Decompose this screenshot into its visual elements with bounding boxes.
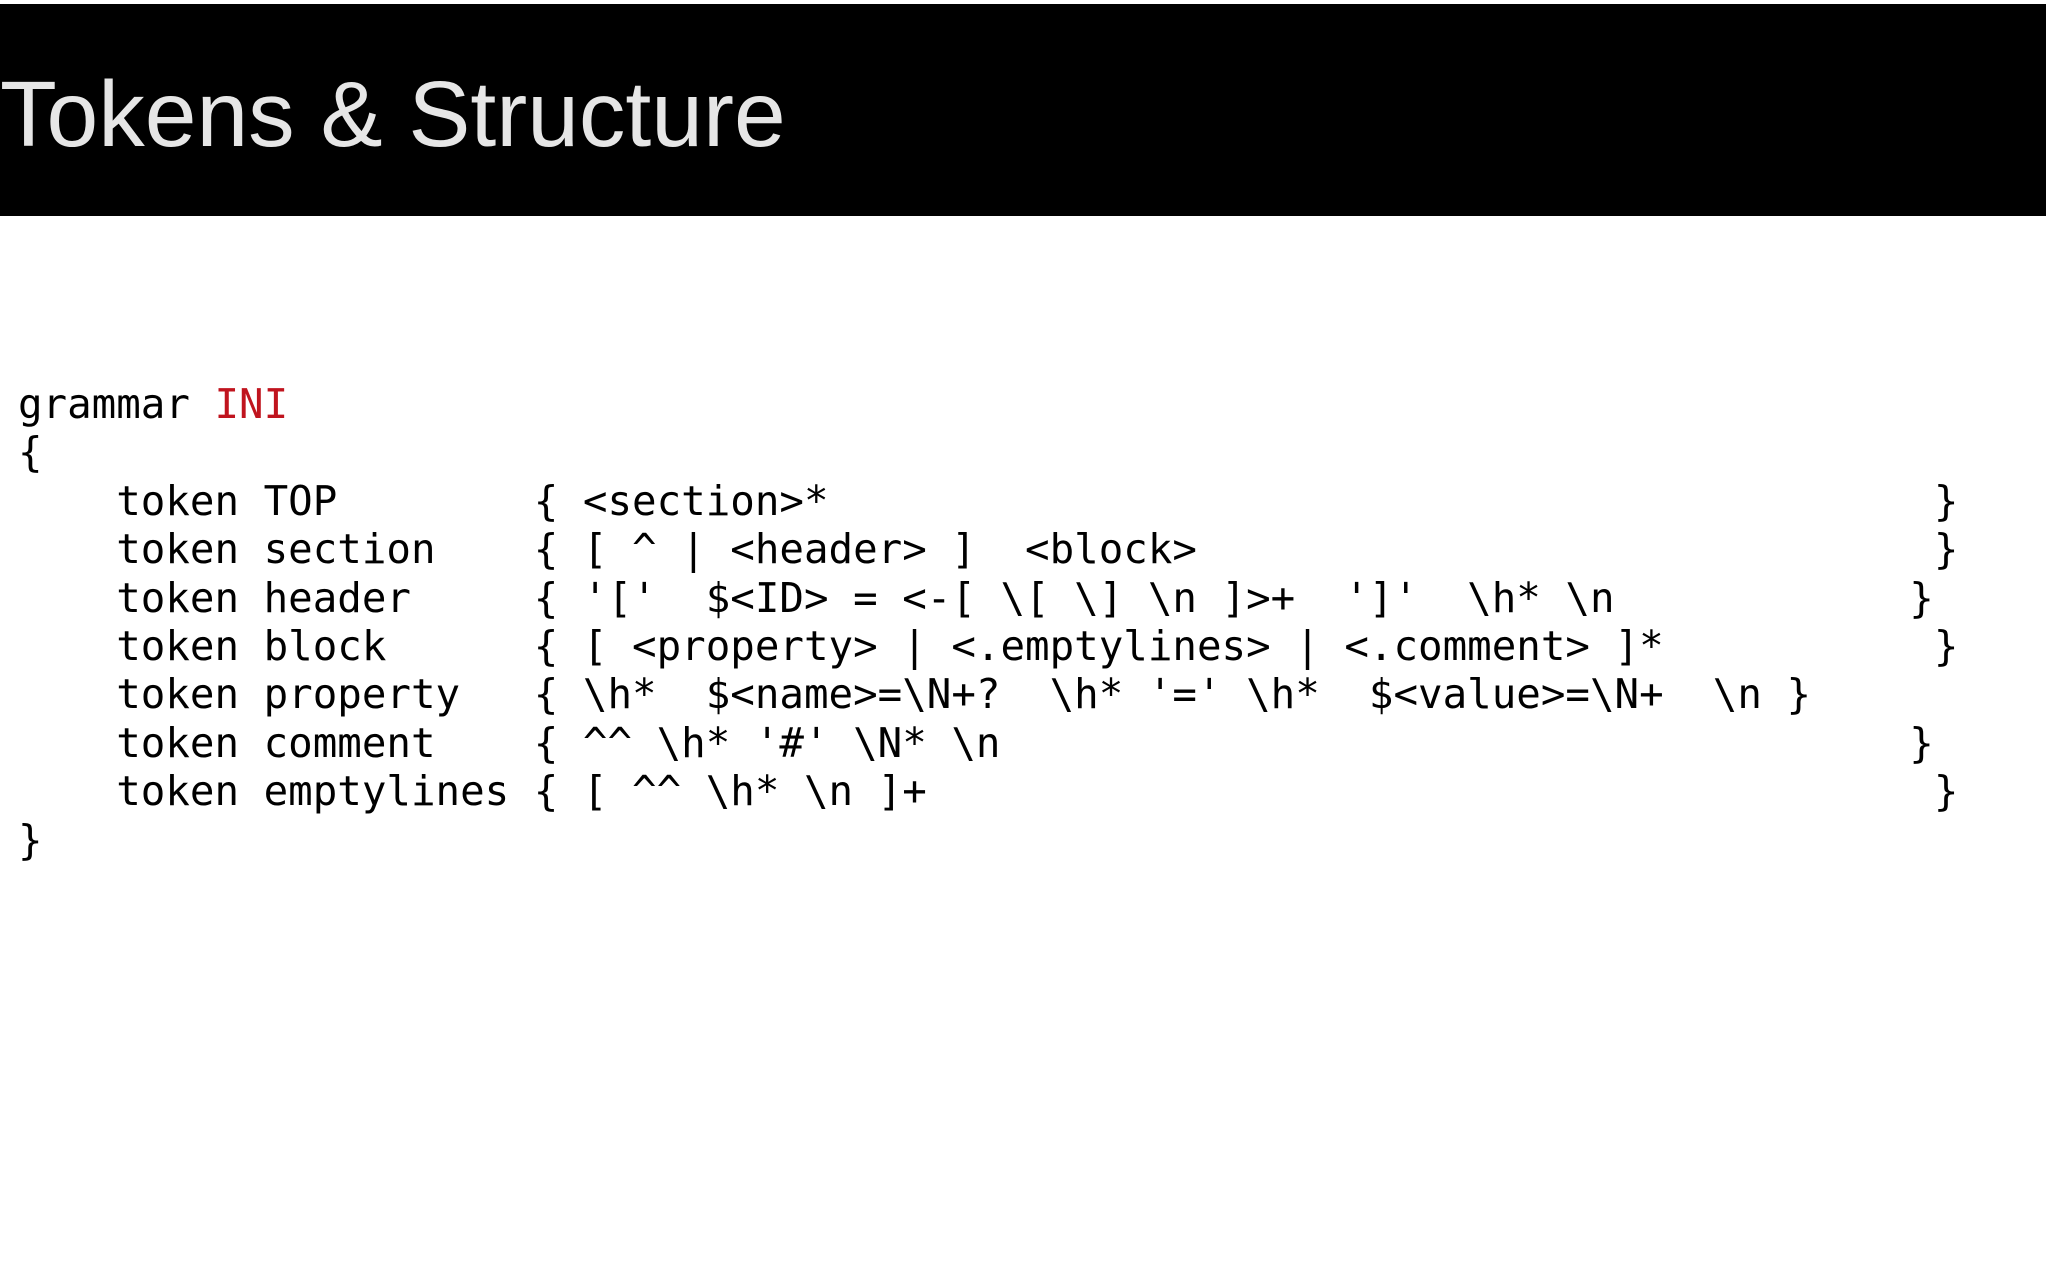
token-line-comment: token comment { ^^ \h* '#' \N* \n } <box>18 718 1934 767</box>
title-bar: Tokens & Structure <box>0 4 2046 216</box>
token-line-top: token TOP { <section>* } <box>18 476 1959 525</box>
close-brace-line: } <box>18 815 43 864</box>
token-line-header: token header { '[' $<ID> = <-[ \[ \] \n … <box>18 573 1934 622</box>
grammar-declaration-line: grammar INI <box>18 380 1958 428</box>
slide-title: Tokens & Structure <box>0 62 786 166</box>
open-brace-line: { <box>18 428 43 477</box>
token-line-emptylines: token emptylines { [ ^^ \h* \n ]+ } <box>18 767 1959 816</box>
token-line-block: token block { [ <property> | <.emptyline… <box>18 621 1959 670</box>
code-block: grammar INI{ token TOP { <section>* } to… <box>18 380 1958 864</box>
token-line-section: token section { [ ^ | <header> ] <block>… <box>18 525 1959 574</box>
token-line-property: token property { \h* $<name>=\N+? \h* '=… <box>18 670 1812 719</box>
grammar-name: INI <box>214 380 289 428</box>
grammar-keyword: grammar <box>18 380 215 428</box>
